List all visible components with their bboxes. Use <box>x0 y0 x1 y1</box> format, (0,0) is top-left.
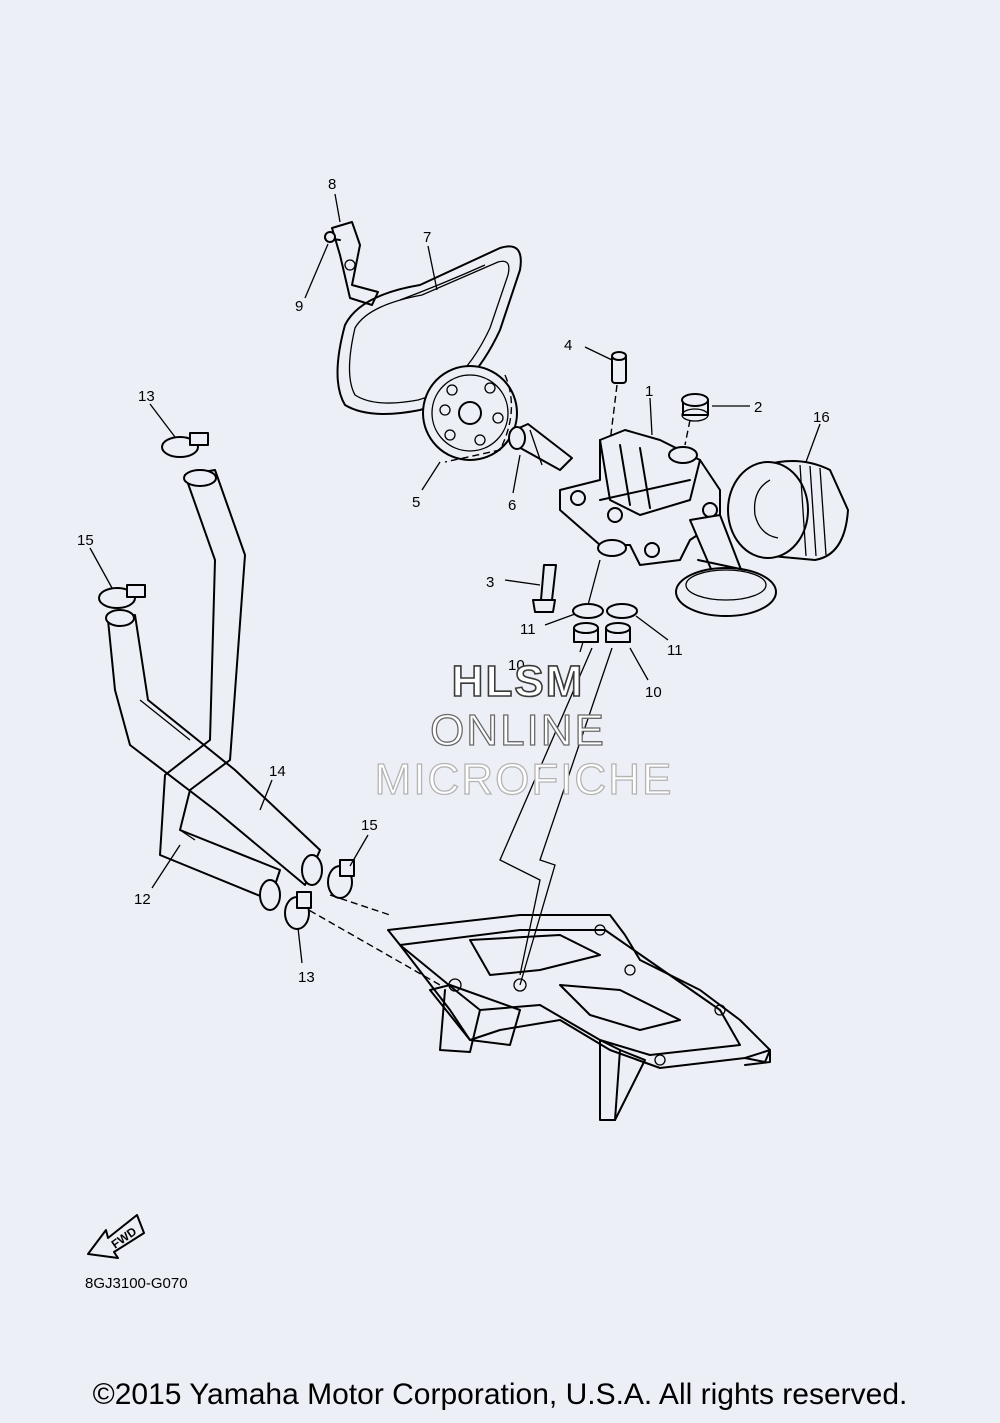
callout-15a: 15 <box>77 532 94 549</box>
callout-8: 8 <box>328 176 336 193</box>
callout-4: 4 <box>564 337 572 354</box>
callout-12: 12 <box>134 891 151 908</box>
callout-2: 2 <box>754 399 762 416</box>
callout-13b: 13 <box>298 969 315 986</box>
watermark-line-2: ONLINE <box>430 706 606 755</box>
mounting-bolt <box>532 564 557 613</box>
forward-arrow: FWD <box>87 1214 145 1259</box>
oil-pump-assembly <box>559 429 777 617</box>
oil-seal <box>681 393 709 446</box>
pump-shaft <box>508 423 573 471</box>
callout-14: 14 <box>269 763 286 780</box>
watermark-line-1: HLSM <box>452 657 585 706</box>
callout-11a: 11 <box>520 621 536 638</box>
callout-13a: 13 <box>138 388 155 405</box>
pump-sprocket <box>422 365 518 463</box>
callout-10b: 10 <box>645 684 662 701</box>
watermark: HLSM ONLINE MICROFICHE <box>374 656 674 804</box>
callout-11b: 11 <box>667 642 683 659</box>
callout-1: 1 <box>645 383 653 400</box>
callout-16: 16 <box>813 409 830 426</box>
leader-lines <box>89 193 821 964</box>
callout-9: 9 <box>295 298 303 315</box>
oil-hoses <box>105 469 441 986</box>
copyright-notice: ©2015 Yamaha Motor Corporation, U.S.A. A… <box>92 1378 908 1411</box>
callout-15b: 15 <box>361 817 378 834</box>
oil-filter <box>727 460 849 561</box>
oil-pan <box>387 914 771 1121</box>
callout-10a: 10 <box>508 657 525 674</box>
callout-5: 5 <box>412 494 420 511</box>
o-rings-and-collars <box>499 559 638 986</box>
drawing-code: 8GJ3100-G070 <box>85 1275 188 1292</box>
callout-6: 6 <box>508 497 516 514</box>
chain-guide <box>324 221 379 306</box>
watermark-line-3: MICROFICHE <box>375 755 674 804</box>
callout-numbers: 1 2 3 4 5 6 7 8 9 10 10 11 11 12 13 13 1… <box>77 176 830 986</box>
callout-7: 7 <box>423 229 431 246</box>
hose-clamps <box>98 432 355 930</box>
callout-3: 3 <box>486 574 494 591</box>
